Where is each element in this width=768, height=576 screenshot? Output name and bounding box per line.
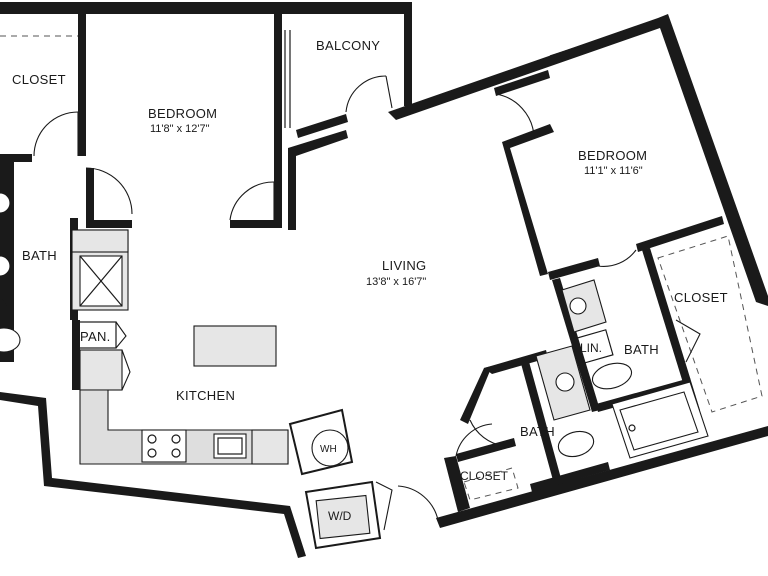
toilet-icon [0,327,21,353]
water-heater-label: WH [320,444,337,455]
bath-center-door[interactable] [469,419,505,447]
bedroom-1-bath-door[interactable] [85,167,133,215]
living-label: LIVING [382,258,426,273]
refrigerator-icon [79,349,123,391]
stove-icon [141,429,187,463]
kitchen-island [193,325,277,367]
balcony-door[interactable] [345,75,387,113]
lin-right-label: LIN. [580,341,602,355]
sink-icon [0,192,11,214]
bath-center-label: BATH [520,424,555,439]
bedroom-2-dimensions: 11'1" x 11'6" [584,165,643,177]
closet-left-door[interactable] [33,111,79,157]
bedroom-1-dimensions: 11'8" x 12'7" [150,123,210,135]
closet-center-door[interactable] [455,423,493,457]
pantry-label: PAN. [80,329,111,344]
dishwasher-icon [251,429,289,465]
bedroom-1-label: BEDROOM [148,106,217,121]
bedroom-2-door[interactable] [495,93,535,137]
washer-dryer-label: W/D [328,509,352,523]
kitchen-label: KITCHEN [176,388,235,403]
bedroom-1-door[interactable] [229,181,275,221]
bedroom-2-bath-door[interactable] [597,249,637,267]
water-heater-icon [311,429,349,467]
toilet-icon [557,430,595,458]
bedroom-2-label: BEDROOM [578,148,647,163]
bath-left-label: BATH [22,248,57,263]
closet-left-label: CLOSET [12,72,66,87]
closet-right-door[interactable] [675,319,701,363]
living-dimensions: 13'8" x 16'7" [366,276,426,288]
toilet-icon [591,362,633,390]
pantry-door[interactable] [115,321,127,349]
entry-door[interactable] [397,485,439,521]
closet-center-label: CLOSET [460,469,509,483]
lin-left-label: N. [0,294,14,309]
closet-right-label: CLOSET [674,290,728,305]
washer-dryer-icon [315,494,371,540]
sink-icon [0,255,11,277]
washer-dryer-door[interactable] [375,481,393,531]
bath-right-label: BATH [624,342,659,357]
balcony-label: BALCONY [316,38,380,53]
